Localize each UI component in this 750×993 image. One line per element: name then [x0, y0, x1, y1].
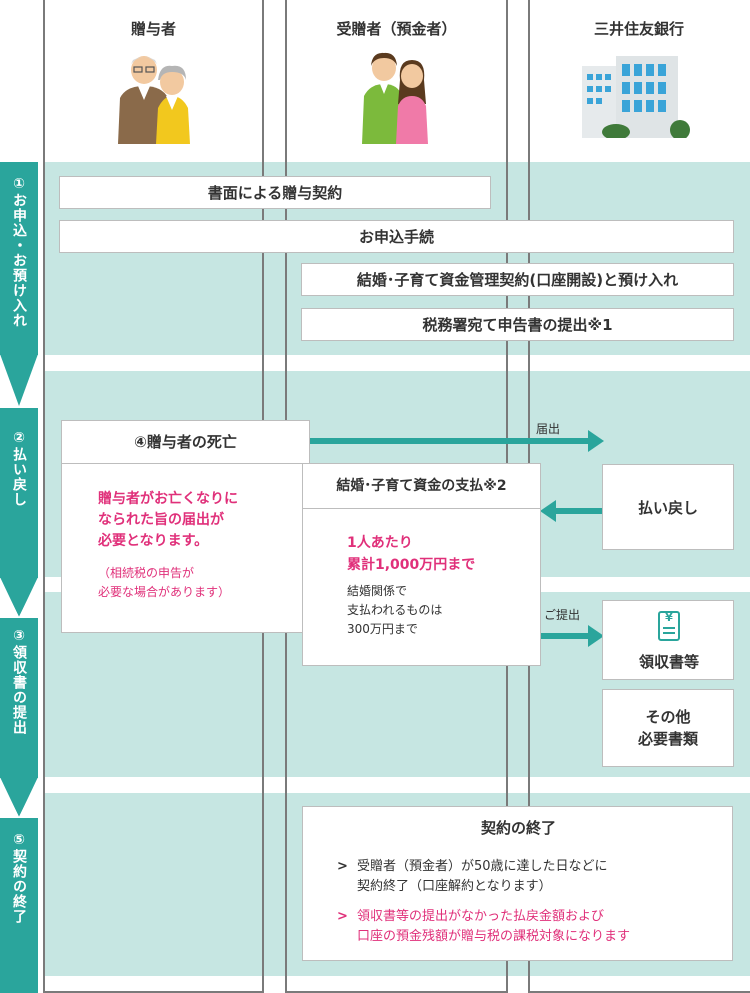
inheritance-tax-note: （相続税の申告が 必要な場合があります）	[98, 566, 231, 599]
other-documents-box: その他 必要書類	[602, 689, 734, 767]
step-label-5: ⑤契約の終了	[11, 832, 27, 924]
elderly-couple-icon	[118, 56, 190, 144]
termination-item-2: > 領収書等の提出がなかった払戻金額および 口座の預金残額が贈与税の課税対象にな…	[337, 909, 631, 944]
termination-title: 契約の終了	[480, 819, 556, 837]
marriage-limit-text: 結婚関係で 支払われるものは 300万円まで	[347, 584, 443, 636]
yen-symbol: ¥	[665, 611, 673, 624]
termination-item-1: > 受贈者（預金者）が50歳に達した日などに 契約終了（口座解約となります）	[337, 859, 608, 894]
donor-death-title: ④贈与者の死亡	[62, 421, 309, 464]
payment-box: 結婚･子育て資金の支払※2 1人あたり 累計1,000万円まで 結婚関係で 支払…	[302, 463, 541, 666]
notify-arrow-label: 届出	[536, 422, 561, 436]
chevron-right-icon: >	[337, 909, 348, 924]
death-notice-text: 贈与者がお亡くなりに なられた旨の届出が 必要となります。	[98, 491, 238, 549]
chevron-down-icon	[0, 354, 38, 412]
termination-box: 契約の終了 > 受贈者（預金者）が50歳に達した日などに 契約終了（口座解約とな…	[302, 806, 733, 961]
bank-building-icon	[582, 56, 690, 138]
submit-arrow	[540, 625, 604, 647]
payment-title: 結婚･子育て資金の支払※2	[303, 464, 540, 509]
gift-contract-box: 書面による贈与契約	[59, 176, 491, 209]
step-label-2: ②払い戻し	[11, 430, 27, 507]
step-bar-1	[0, 162, 38, 355]
payment-limit-text: 1人あたり 累計1,000万円まで	[347, 535, 476, 573]
receipt-label: 領収書等	[638, 653, 699, 671]
refund-box: 払い戻し	[602, 464, 734, 550]
column-header-bank: 三井住友銀行	[593, 20, 684, 38]
step-bar-3	[0, 618, 38, 778]
young-couple-icon	[362, 52, 428, 144]
step-bar-2	[0, 408, 38, 578]
column-header-donor: 贈与者	[130, 20, 176, 38]
step-bar-5	[0, 818, 38, 993]
notify-arrow	[310, 430, 604, 452]
chevron-down-icon	[0, 577, 38, 621]
step-label-1: ①お申込・お預け入れ	[11, 176, 27, 328]
step-label-3: ③領収書の提出	[11, 628, 27, 735]
submit-arrow-label: ご提出	[544, 608, 581, 622]
chevron-right-icon: >	[337, 859, 348, 874]
donor-death-box: ④贈与者の死亡 贈与者がお亡くなりに なられた旨の届出が 必要となります。 （相…	[61, 420, 310, 633]
application-box: お申込手続	[59, 220, 734, 253]
receipt-icon	[658, 611, 680, 641]
column-header-recipient: 受贈者（預金者）	[336, 20, 457, 38]
chevron-down-icon	[0, 777, 38, 821]
receipt-box: ¥ 領収書等	[602, 600, 734, 680]
refund-arrow	[540, 500, 602, 522]
account-opening-box: 結婚･子育て資金管理契約(口座開設)と預け入れ	[301, 263, 734, 296]
tax-declaration-box: 税務署宛て申告書の提出※1	[301, 308, 734, 341]
